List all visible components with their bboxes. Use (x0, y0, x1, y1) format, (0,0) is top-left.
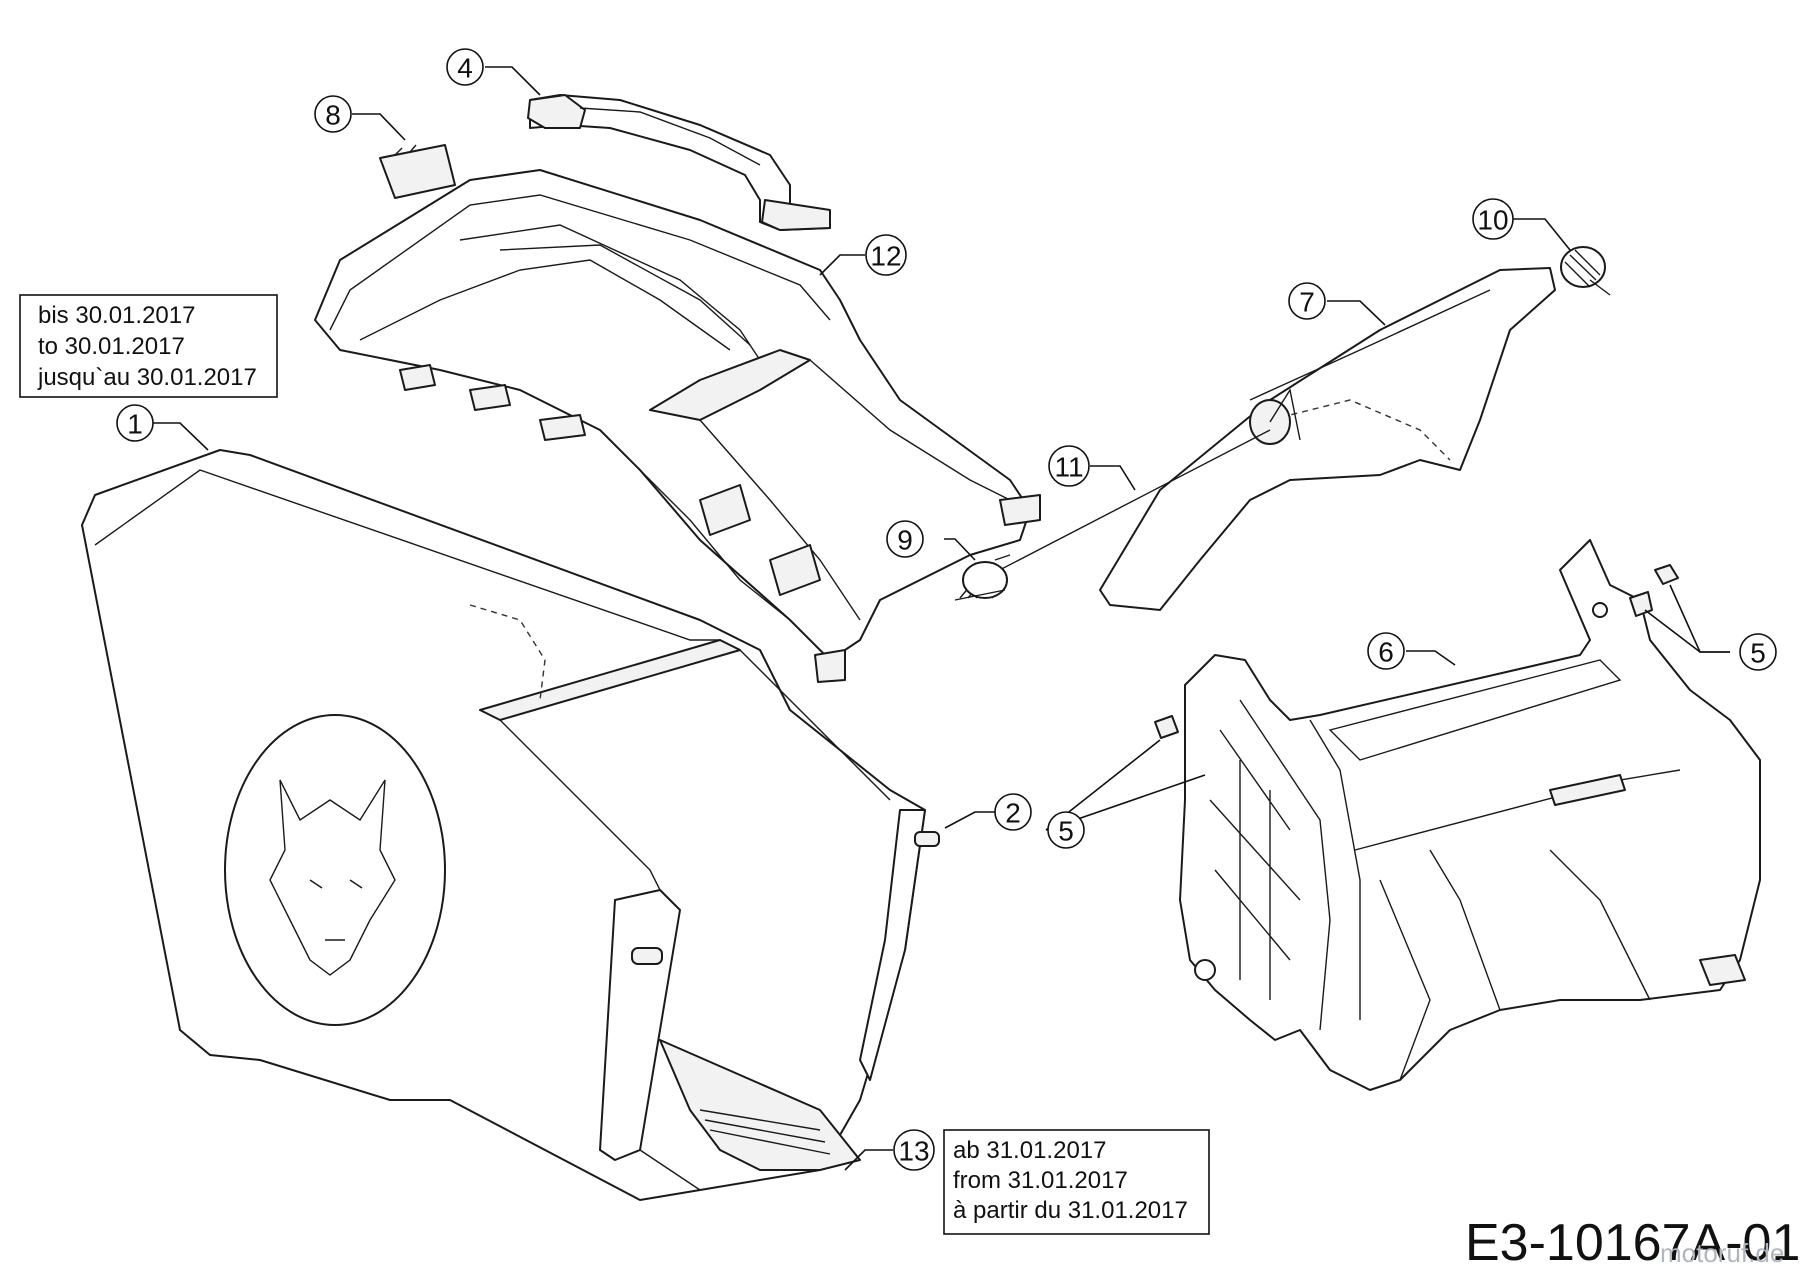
part-12-upper-frame (314, 169, 1041, 683)
note-after-line-3: à partir du 31.01.2017 (953, 1197, 1188, 1224)
validity-note-after: ab 31.01.2017 from 31.01.2017 à partir d… (943, 1129, 1210, 1235)
part-9-spring (954, 554, 1011, 601)
note-before-line-2: to 30.01.2017 (38, 333, 185, 360)
callout-9-label: 9 (897, 525, 913, 556)
callout-5-right: 5 (1739, 633, 1777, 671)
part-1-grass-bag (81, 449, 940, 1201)
drawing-code: E3-10167A-01 (1465, 1214, 1800, 1272)
callout-5-left: 5 (1047, 811, 1085, 849)
callout-11: 11 (1048, 445, 1090, 487)
validity-note-before: bis 30.01.2017 to 30.01.2017 jusqu`au 30… (19, 294, 278, 398)
callout-5-right-label: 5 (1750, 638, 1766, 669)
callout-13-label: 13 (898, 1136, 929, 1167)
part-4-carry-handle (527, 94, 831, 231)
part-11-rod (989, 429, 1271, 576)
note-before-line-3: jusqu`au 30.01.2017 (37, 364, 257, 391)
callout-9: 9 (886, 520, 924, 558)
part-5-clips (1154, 564, 1679, 739)
callout-4-label: 4 (457, 53, 473, 84)
part-8-flap (379, 144, 456, 199)
callout-6-label: 6 (1378, 637, 1394, 668)
callout-10-label: 10 (1477, 205, 1508, 236)
callout-11-label: 11 (1054, 452, 1083, 483)
callout-13: 13 (893, 1129, 935, 1171)
callout-6: 6 (1367, 632, 1405, 670)
callout-4: 4 (446, 48, 484, 86)
part-7-cover-plate (1099, 267, 1556, 611)
note-before-line-1: bis 30.01.2017 (38, 302, 195, 329)
note-after-line-1: ab 31.01.2017 (953, 1137, 1106, 1164)
callout-12-label: 12 (870, 241, 901, 272)
callout-5-left-label: 5 (1058, 816, 1074, 847)
callout-7: 7 (1288, 282, 1326, 320)
callout-10: 10 (1472, 198, 1514, 240)
callout-12: 12 (865, 234, 907, 276)
callout-8-label: 8 (325, 100, 341, 131)
watermark: motoruf.de (1660, 1238, 1784, 1268)
note-after-line-2: from 31.01.2017 (953, 1167, 1128, 1194)
part-6-rear-bracket (1179, 539, 1761, 1091)
callout-1-label: 1 (127, 409, 143, 440)
callout-8: 8 (314, 95, 352, 133)
callout-2: 2 (994, 793, 1032, 831)
callout-7-label: 7 (1299, 287, 1315, 318)
callout-1: 1 (116, 404, 154, 442)
part-10-spring (1560, 246, 1611, 296)
callout-2-label: 2 (1005, 798, 1021, 829)
